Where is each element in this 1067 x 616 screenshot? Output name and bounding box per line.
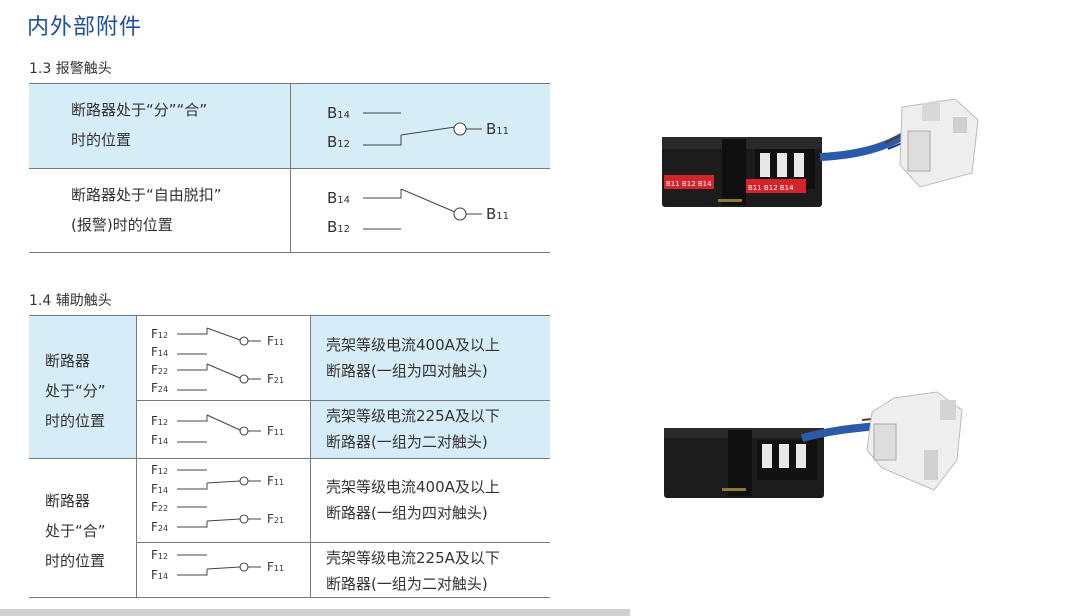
- svg-text:B11: B11: [486, 205, 509, 223]
- svg-text:F12: F12: [151, 463, 168, 477]
- alarm-free-trip-diagram: B14 B11 B12: [327, 188, 509, 236]
- section-title-aux-contact: 1.4 辅助触头: [29, 293, 112, 309]
- aux-open-225-diagram: F12 F11 F14: [151, 414, 284, 447]
- svg-text:B12: B12: [327, 218, 350, 236]
- svg-text:F12: F12: [151, 414, 168, 428]
- aux-open-desc-225: 壳架等级电流225A及以下断路器(一组为二对触头): [326, 407, 500, 451]
- row-divider: [29, 458, 550, 459]
- footer-bar: [0, 609, 630, 616]
- page-title: 内外部附件: [27, 15, 143, 40]
- svg-text:F11: F11: [267, 334, 284, 348]
- svg-text:F21: F21: [267, 372, 284, 386]
- column-divider: [290, 84, 291, 253]
- row-divider: [136, 542, 550, 543]
- aux-closed-desc-400: 壳架等级电流400A及以上断路器(一组为四对触头): [326, 478, 500, 522]
- svg-text:F24: F24: [151, 520, 168, 534]
- aux-closed-225-diagram: F12 F14 F11: [151, 548, 284, 582]
- svg-text:B11 B12 B14: B11 B12 B14: [666, 180, 712, 188]
- column-divider: [310, 316, 311, 598]
- svg-text:F11: F11: [267, 560, 284, 574]
- svg-text:B12: B12: [327, 133, 350, 151]
- svg-text:F14: F14: [151, 568, 168, 582]
- aux-contact-product-photo: [664, 391, 963, 498]
- section-title-alarm-contact: 1.3 报警触头: [29, 61, 112, 77]
- svg-text:F24: F24: [151, 381, 168, 395]
- svg-text:B11: B11: [486, 120, 509, 138]
- alarm-contact-product-photo: B11 B12 B14 B11 B12 B14: [662, 98, 979, 207]
- column-divider: [136, 316, 137, 598]
- alarm-row2-state-text: 断路器处于“自由脱扣” (报警)时的位置: [71, 186, 222, 234]
- svg-text:F12: F12: [151, 548, 168, 562]
- svg-text:F21: F21: [267, 512, 284, 526]
- alarm-contact-table: 断路器处于“分”“合” 时的位置 断路器处于“自由脱扣” (报警)时的位置 B1…: [29, 83, 550, 253]
- aux-open-desc-400: 壳架等级电流400A及以上断路器(一组为四对触头): [326, 336, 500, 380]
- svg-text:F14: F14: [151, 482, 168, 496]
- alarm-row1-state-text: 断路器处于“分”“合” 时的位置: [71, 101, 208, 149]
- svg-text:F11: F11: [267, 474, 284, 488]
- row-divider: [136, 400, 550, 401]
- svg-text:F12: F12: [151, 327, 168, 341]
- aux-open-state-cell: [29, 316, 136, 458]
- svg-text:F22: F22: [151, 500, 168, 514]
- svg-text:B11 B12 B14: B11 B12 B14: [748, 184, 794, 192]
- svg-text:F11: F11: [267, 424, 284, 438]
- svg-text:B14: B14: [327, 104, 350, 122]
- svg-text:F22: F22: [151, 363, 168, 377]
- aux-closed-state-text: 断路器 处于“合” 时的位置: [45, 492, 106, 570]
- aux-open-400-diagram: F12 F11 F14 F22 F21 F24: [151, 327, 284, 395]
- row-divider: [29, 168, 550, 169]
- aux-open-state-text: 断路器 处于“分” 时的位置: [45, 352, 106, 430]
- alarm-row1-diagram-cell: [291, 84, 550, 168]
- alarm-open-closed-diagram: B14 B12 B11: [327, 104, 509, 151]
- aux-closed-desc-225: 壳架等级电流225A及以下断路器(一组为二对触头): [326, 549, 500, 593]
- svg-text:B14: B14: [327, 189, 350, 207]
- svg-text:F14: F14: [151, 345, 168, 359]
- svg-text:F14: F14: [151, 433, 168, 447]
- aux-contact-table: 断路器 处于“分” 时的位置 断路器 处于“合” 时的位置 壳架等级电流400A…: [29, 315, 550, 598]
- aux-open-desc-cells: [311, 316, 550, 458]
- alarm-row1-state-cell: [29, 84, 290, 168]
- aux-closed-400-diagram: F12 F14 F11 F22 F24 F21: [151, 463, 284, 534]
